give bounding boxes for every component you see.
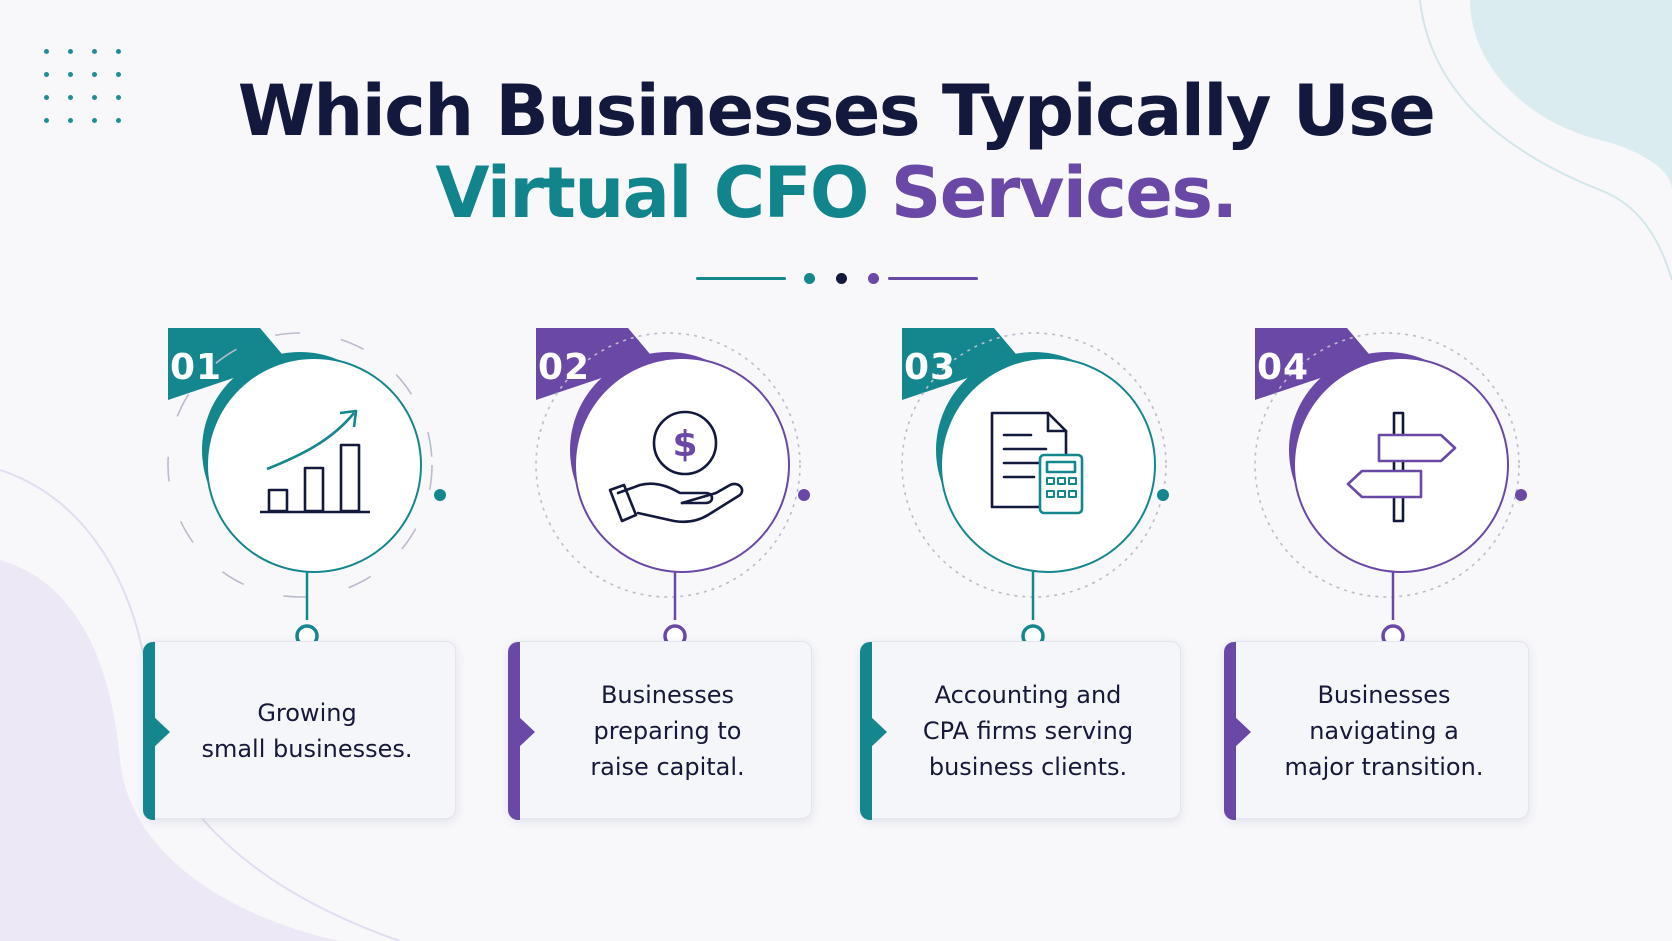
subtitle-highlight-purple: Services. [890, 152, 1238, 234]
step-card-4: 04 Businesses navigating a major transit… [1224, 325, 1579, 825]
step-number: 01 [170, 347, 223, 388]
step-number: 03 [904, 347, 957, 388]
step-description-card: Businesses preparing to raise capital. [508, 641, 812, 820]
step-card-3: 03 Accounting and CPA firms serving busi… [860, 325, 1226, 825]
decorative-dot-grid [44, 49, 122, 123]
step-description-card: Growing small businesses. [143, 641, 456, 820]
growth-chart-icon [260, 409, 370, 514]
step-number: 02 [538, 347, 591, 388]
subtitle-highlight-teal: Virtual CFO [435, 152, 869, 234]
step-card-1: 01 Growing small businesses. [142, 325, 492, 825]
step-number: 04 [1257, 347, 1310, 388]
document-calculator-icon [990, 411, 1084, 515]
step-description: Growing small businesses. [201, 699, 413, 763]
step-description-card: Businesses navigating a major transition… [1224, 641, 1529, 820]
page-subtitle: Virtual CFO Services. [0, 152, 1672, 234]
title-divider [696, 272, 978, 284]
dollar-hand-icon: $ [608, 410, 744, 524]
signpost-icon [1346, 411, 1457, 523]
page-title: Which Businesses Typically Use [237, 70, 1436, 152]
step-description: Accounting and CPA firms serving busines… [922, 681, 1134, 781]
step-description: Businesses navigating a major transition… [1284, 681, 1484, 781]
svg-text:$: $ [672, 424, 697, 465]
step-card-2: $ 02 Businesses preparing to raise capit… [508, 325, 860, 825]
step-description-card: Accounting and CPA firms serving busines… [860, 641, 1181, 820]
step-description: Businesses preparing to raise capital. [590, 681, 745, 781]
